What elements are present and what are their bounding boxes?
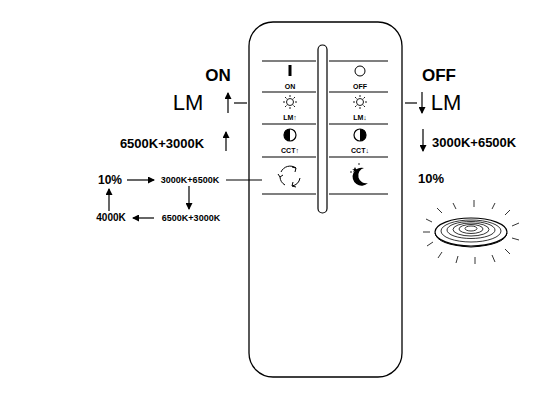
button-label: ON	[285, 83, 296, 90]
side-label: ON	[205, 67, 231, 84]
cct-label: 3000K+6500K	[432, 136, 516, 149]
cct-label: 6500K+3000K	[120, 137, 204, 150]
remote-body	[249, 22, 402, 377]
sun-icon	[283, 95, 367, 109]
cycle-label: 10%	[98, 174, 122, 186]
button-grid	[262, 61, 388, 194]
remote-slot	[318, 45, 327, 213]
moon-icon	[350, 163, 368, 185]
night-label: 10%	[418, 172, 444, 185]
button-label: LM↓	[353, 114, 367, 121]
button-label: CCT↑	[281, 147, 299, 154]
ceiling-lamp	[423, 200, 519, 264]
leader-arrows	[109, 92, 423, 218]
side-label: OFF	[422, 67, 456, 84]
on-icon	[289, 65, 292, 76]
button-label: CCT↓	[351, 147, 369, 154]
button-label: LM↑	[283, 114, 297, 121]
off-icon	[355, 66, 365, 76]
side-label: LM	[431, 92, 462, 114]
cycle-label: 6500K+3000K	[162, 214, 220, 223]
cycle-label: 3000K+6500K	[161, 176, 219, 185]
button-label: OFF	[353, 83, 367, 90]
cycle-icon	[278, 166, 300, 187]
cct-icon	[284, 129, 366, 141]
cycle-label: 4000K	[96, 213, 125, 223]
side-label: LM	[173, 92, 204, 114]
